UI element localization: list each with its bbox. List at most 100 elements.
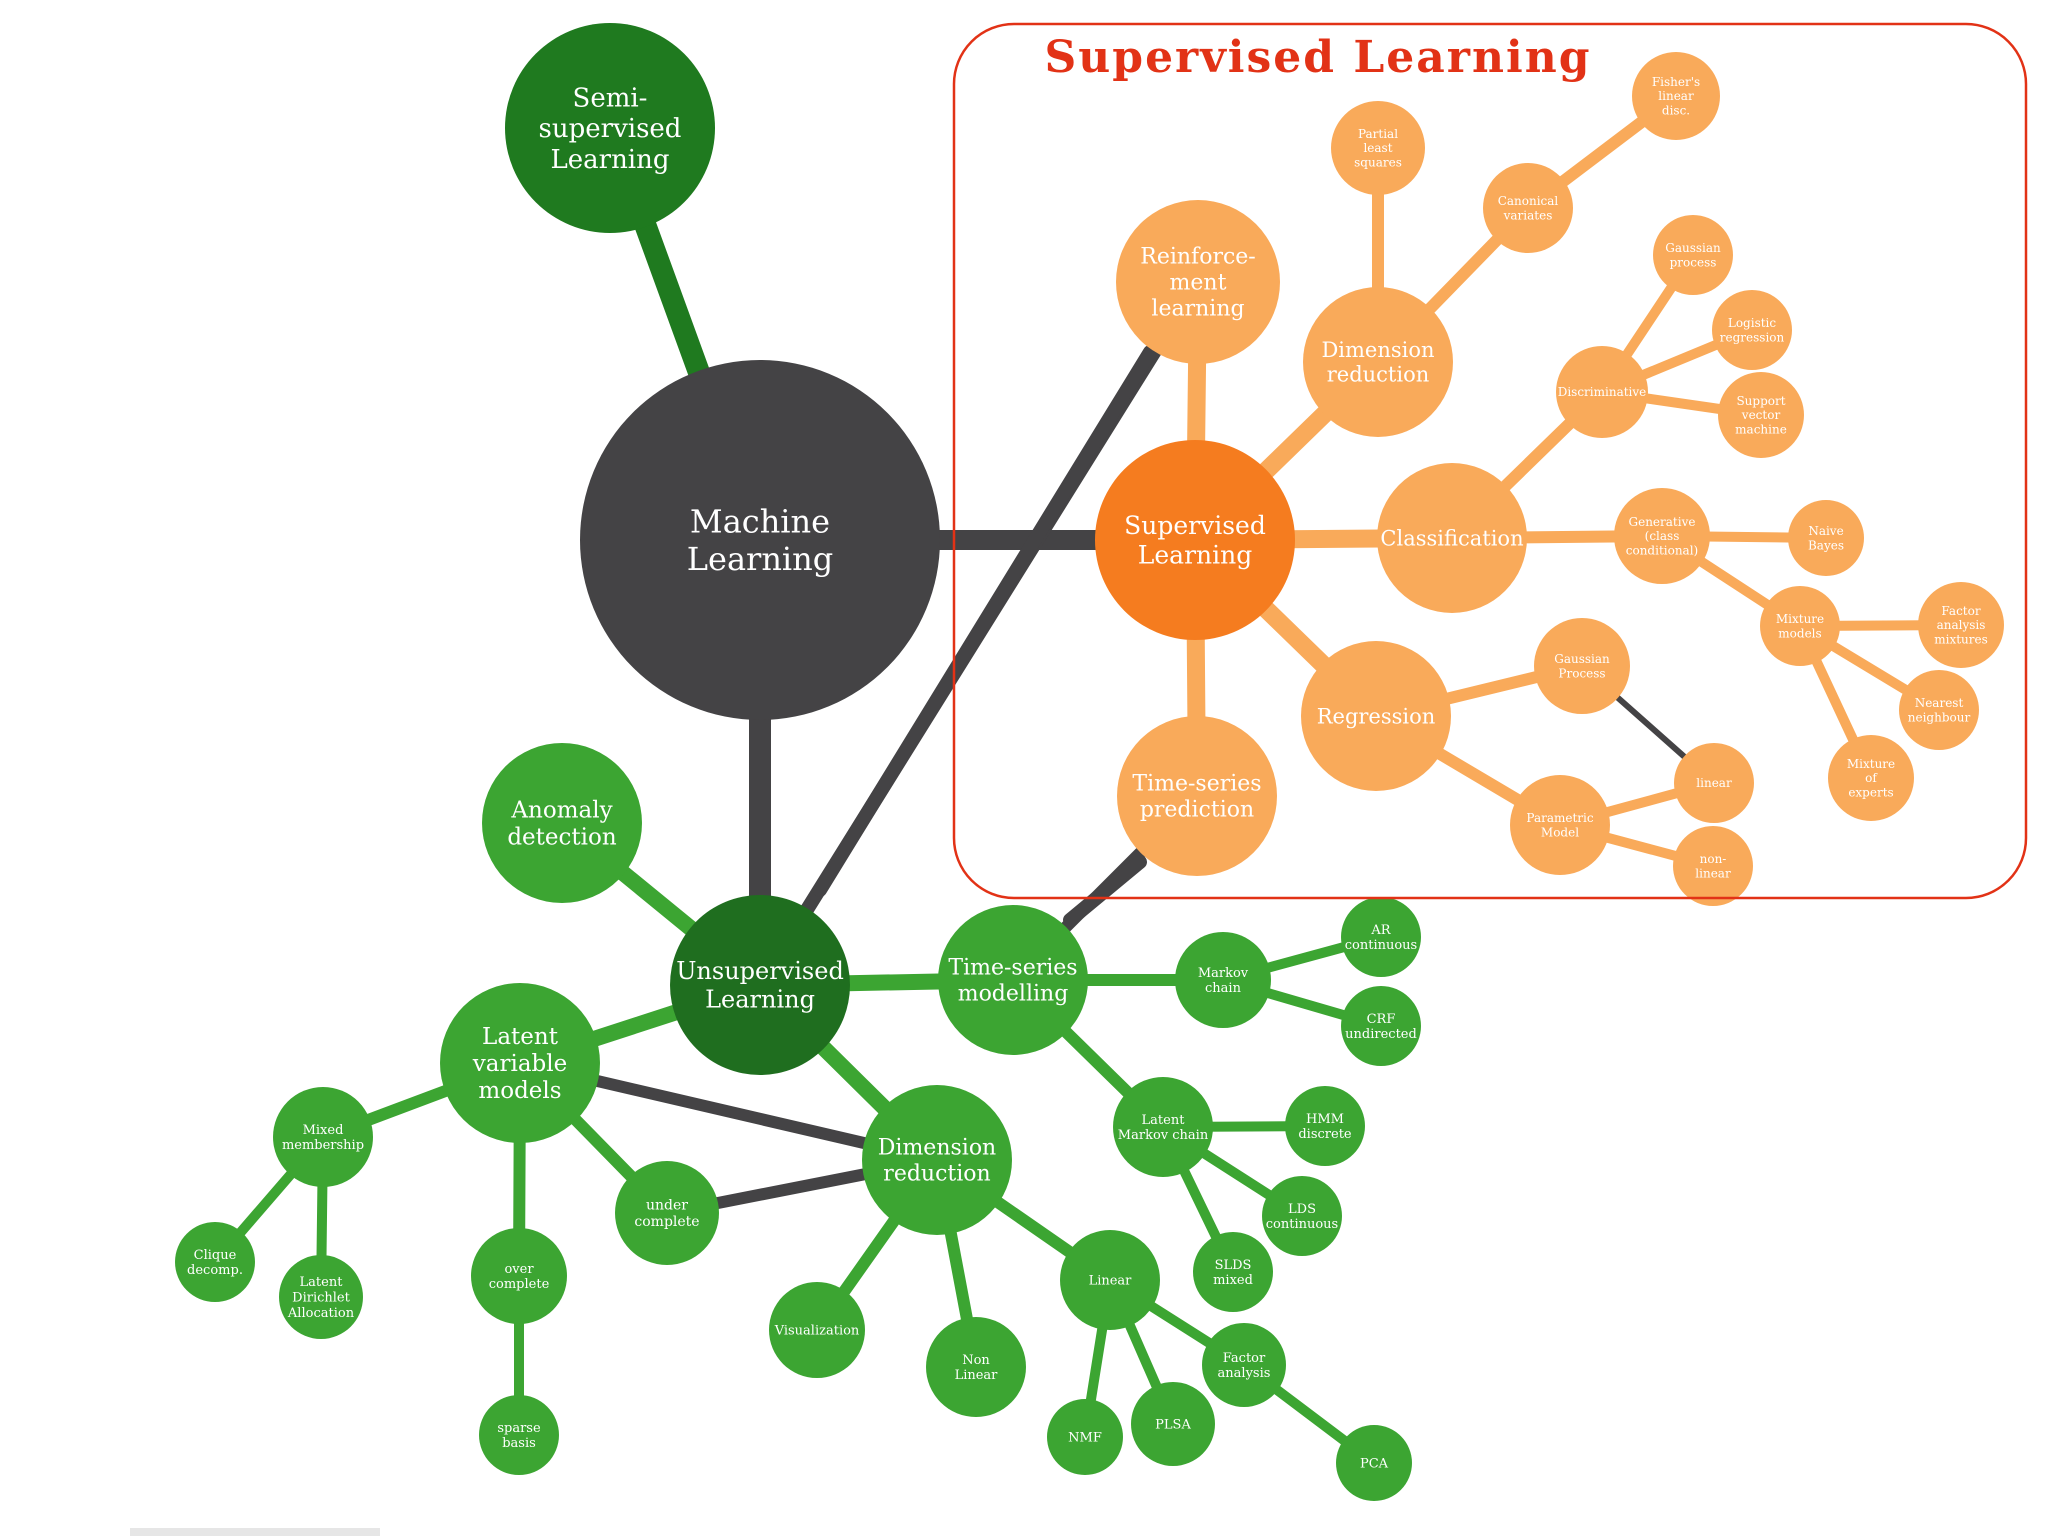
node-circle xyxy=(1131,1382,1215,1466)
connector-line-1 xyxy=(1063,855,1147,927)
node-label: regression xyxy=(1720,330,1785,344)
node-circle xyxy=(1262,1176,1342,1256)
node-label: Dimension xyxy=(1321,338,1434,362)
node-label: Time-series xyxy=(948,956,1077,981)
node-classif: Classification xyxy=(1377,463,1527,613)
node-label: SLDS xyxy=(1215,1258,1252,1273)
node-circle xyxy=(482,743,642,903)
node-label: Learning xyxy=(550,145,669,175)
node-label: machine xyxy=(1735,422,1787,436)
node-label: Bayes xyxy=(1808,538,1844,552)
node-label: linear xyxy=(1696,776,1732,790)
node-label: sparse xyxy=(497,1421,541,1436)
node-label: discrete xyxy=(1298,1127,1352,1142)
node-circle xyxy=(1336,1425,1412,1501)
node-label: vector xyxy=(1741,408,1781,422)
node-label: analysis xyxy=(1937,618,1986,632)
node-label: Gaussian xyxy=(1554,652,1610,666)
node-label: complete xyxy=(634,1214,699,1230)
node-nmf: NMF xyxy=(1047,1399,1123,1475)
node-circle xyxy=(440,983,600,1143)
node-label: learning xyxy=(1151,297,1244,322)
node-label: modelling xyxy=(958,982,1069,1007)
node-label: Non xyxy=(962,1353,990,1368)
node-linear-r: linear xyxy=(1674,743,1754,823)
node-label: Latent xyxy=(1142,1113,1186,1128)
node-circle xyxy=(615,1161,719,1265)
node-label: Learning xyxy=(705,986,815,1014)
node-label: Dimension xyxy=(878,1136,996,1161)
node-label: mixtures xyxy=(1934,632,1988,646)
node-label: Latent xyxy=(300,1275,344,1290)
node-label: Partial xyxy=(1358,127,1398,141)
node-circle xyxy=(1712,290,1792,370)
node-label: Markov xyxy=(1198,966,1249,981)
node-label: Factor xyxy=(1941,604,1980,618)
footer-bar xyxy=(130,1528,380,1536)
node-circle xyxy=(273,1087,373,1187)
node-label: over xyxy=(504,1262,534,1277)
node-nonlin-r: non-linear xyxy=(1673,826,1753,906)
node-circle xyxy=(1202,1323,1286,1407)
node-circle xyxy=(1116,200,1280,364)
node-circle xyxy=(1918,582,2004,668)
node-circle xyxy=(1899,670,1979,750)
node-circle xyxy=(1614,488,1710,584)
node-label: squares xyxy=(1354,155,1402,169)
node-label: Linear xyxy=(955,1368,999,1383)
node-label: Linear xyxy=(1089,1274,1133,1289)
node-label: models xyxy=(478,1078,561,1104)
node-circle xyxy=(1047,1399,1123,1475)
node-label: of xyxy=(1865,771,1878,785)
node-label: continuous xyxy=(1345,938,1417,953)
node-circle xyxy=(1341,986,1421,1066)
node-label: Naive xyxy=(1808,524,1843,538)
node-label: Markov chain xyxy=(1118,1128,1209,1143)
node-label: undirected xyxy=(1345,1027,1417,1042)
node-label: experts xyxy=(1848,785,1893,799)
node-label: Fisher's xyxy=(1652,75,1700,89)
node-label: Process xyxy=(1558,666,1605,680)
node-label: Generative xyxy=(1629,515,1696,529)
node-label: reduction xyxy=(883,1162,990,1187)
node-label: prediction xyxy=(1140,798,1254,823)
supervised-highlight-box xyxy=(952,22,2028,900)
node-circle xyxy=(1285,1086,1365,1166)
node-circle xyxy=(1301,641,1451,791)
node-circle xyxy=(1510,775,1610,875)
node-label: Supervised xyxy=(1124,511,1266,540)
node-label: Time-series xyxy=(1132,772,1261,797)
node-label: Learning xyxy=(687,540,834,578)
node-label: process xyxy=(1670,255,1717,269)
node-label: continuous xyxy=(1266,1217,1338,1232)
node-label: Clique xyxy=(194,1248,237,1263)
node-circle xyxy=(938,905,1088,1055)
node-label: Canonical xyxy=(1498,194,1559,208)
node-circle xyxy=(1175,932,1271,1028)
node-label: disc. xyxy=(1662,103,1690,117)
node-label: Mixed xyxy=(303,1123,344,1138)
node-circle xyxy=(1632,52,1720,140)
node-discrim: Discriminative xyxy=(1556,346,1648,438)
node-circle xyxy=(1788,500,1864,576)
